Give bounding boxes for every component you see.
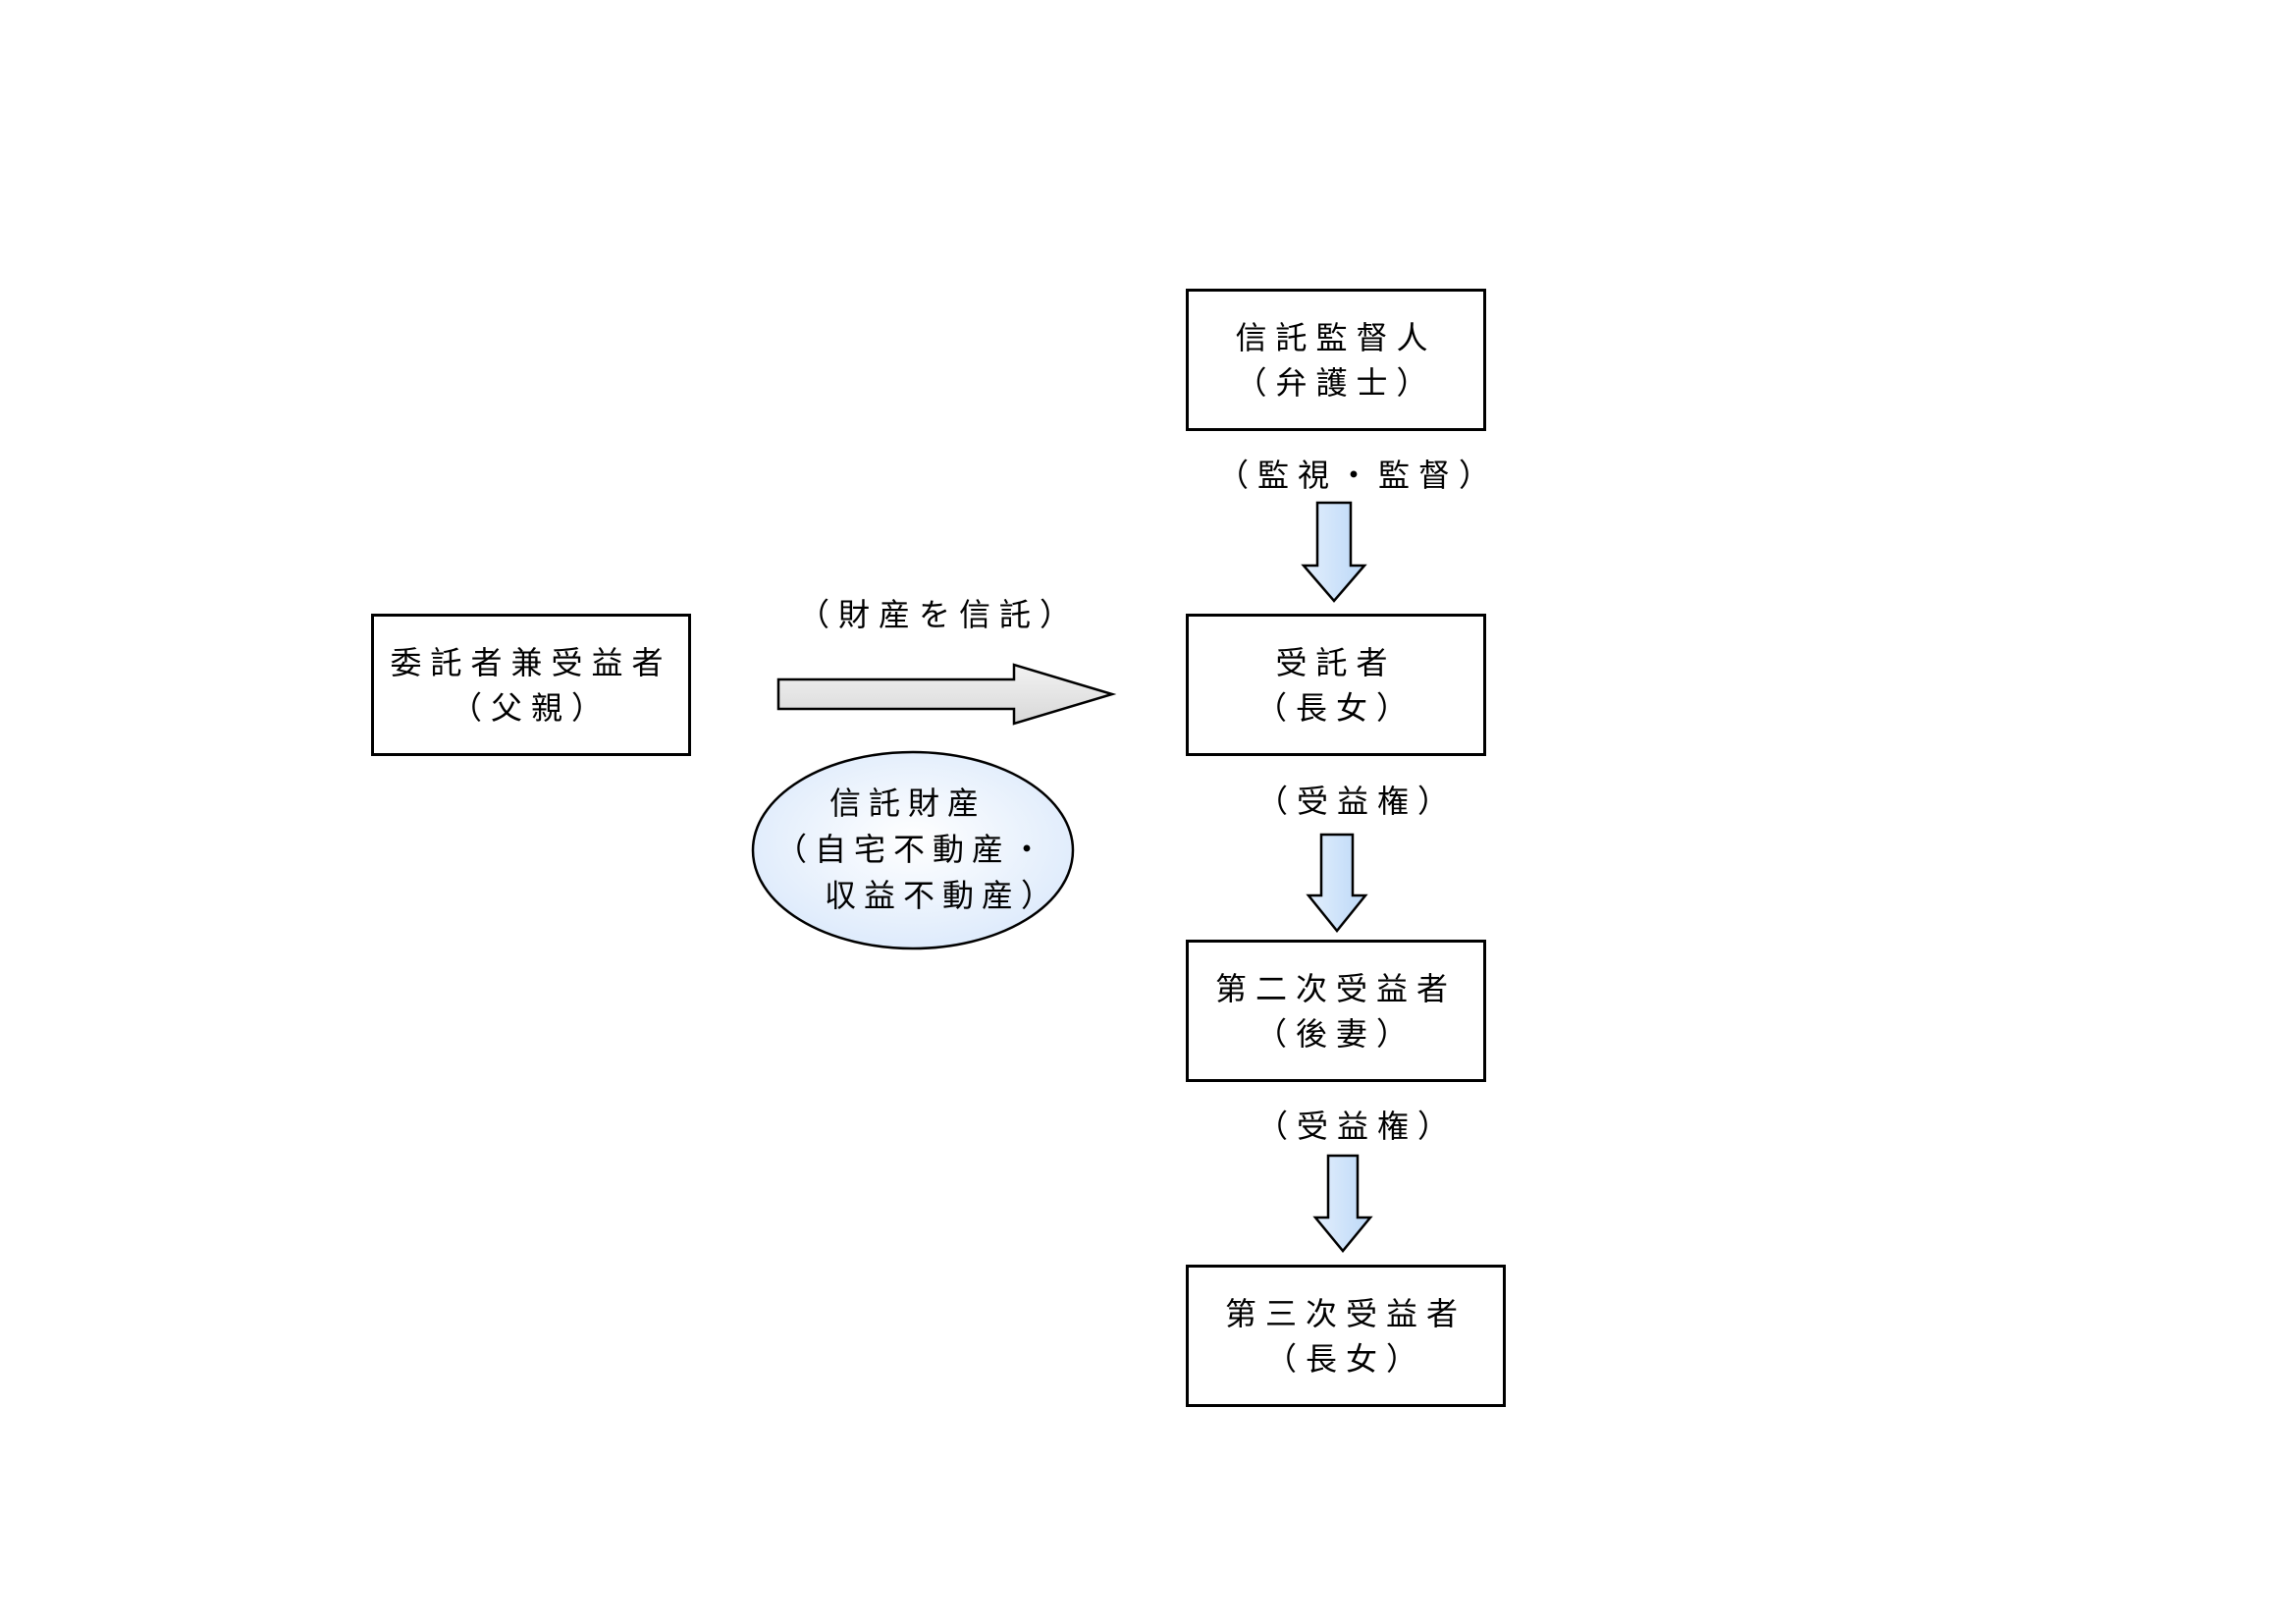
settlor-box: 委託者兼受益者 （父親）: [371, 614, 691, 756]
settlor-title: 委託者兼受益者: [390, 643, 672, 681]
trust-property-ellipse: [751, 750, 1075, 950]
supervisor-box: 信託監督人 （弁護士）: [1186, 289, 1486, 431]
settlor-role: （父親）: [450, 688, 612, 727]
benefit-arrow-2: [1312, 1154, 1373, 1253]
trustee-role: （長女）: [1255, 688, 1416, 727]
entrust-label: （財産を信託）: [798, 596, 1081, 633]
supervise-label: （監視・監督）: [1217, 457, 1500, 494]
trustee-title: 受託者: [1275, 643, 1397, 681]
trustee-box: 受託者 （長女）: [1186, 614, 1486, 756]
third-beneficiary-role: （長女）: [1264, 1339, 1426, 1378]
second-beneficiary-role: （後妻）: [1255, 1014, 1416, 1053]
trust-property-line2: （自宅不動産・: [775, 831, 1051, 868]
benefit-arrow-1: [1306, 833, 1368, 933]
benefit-label-2: （受益権）: [1256, 1108, 1459, 1145]
second-beneficiary-title: 第二次受益者: [1214, 969, 1457, 1007]
supervisor-role: （弁護士）: [1235, 363, 1437, 402]
supervisor-title: 信託監督人: [1235, 318, 1437, 356]
third-beneficiary-box: 第三次受益者 （長女）: [1186, 1265, 1506, 1407]
third-beneficiary-title: 第三次受益者: [1224, 1294, 1467, 1332]
trust-property-title: 信託財産: [829, 785, 988, 822]
supervise-arrow: [1301, 501, 1367, 603]
entrust-arrow: [776, 663, 1117, 726]
benefit-label-1: （受益権）: [1256, 783, 1459, 820]
second-beneficiary-box: 第二次受益者 （後妻）: [1186, 940, 1486, 1082]
trust-property-line3: 収益不動産）: [825, 877, 1061, 914]
